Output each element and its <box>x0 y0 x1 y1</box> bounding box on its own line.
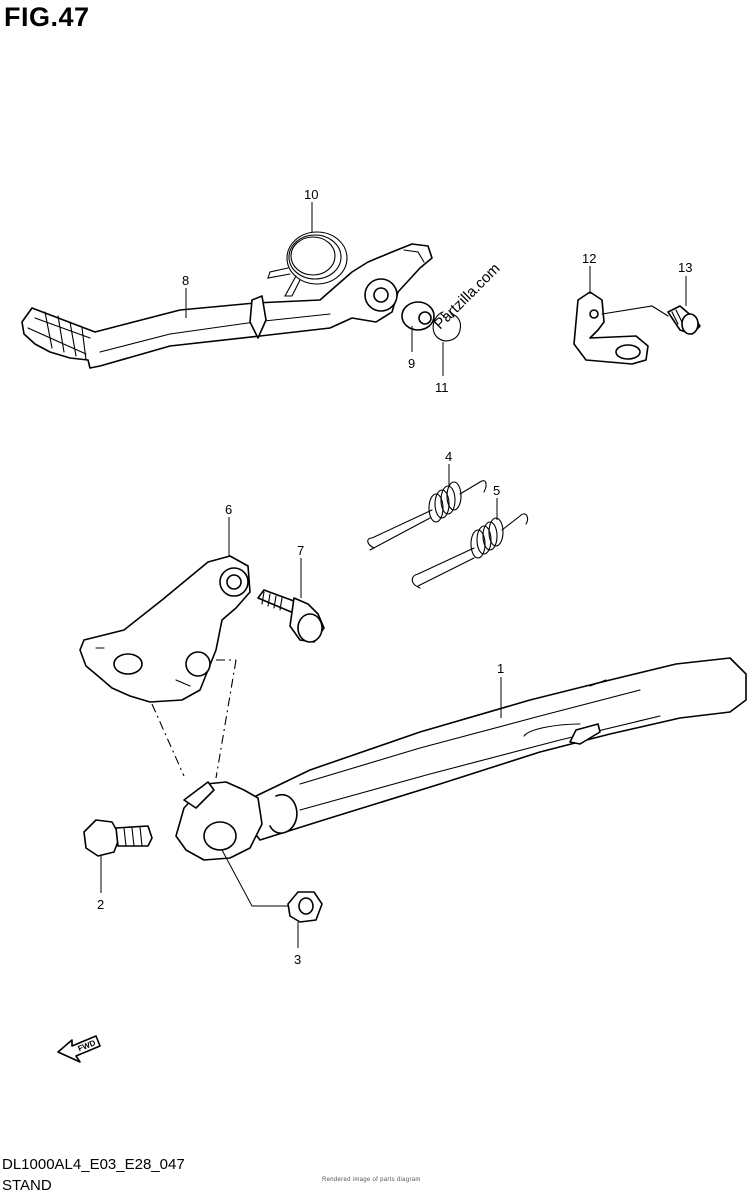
leader-lines <box>100 202 687 948</box>
callout-7: 7 <box>297 543 304 558</box>
callout-4: 4 <box>445 449 452 464</box>
forward-direction-arrow-icon: FWD <box>57 1035 101 1063</box>
callout-1: 1 <box>497 661 504 676</box>
bracket[interactable] <box>573 291 669 365</box>
callout-10: 10 <box>304 187 318 202</box>
circlip[interactable] <box>432 311 462 342</box>
figure-title: FIG.47 <box>4 2 90 32</box>
diagram-subtitle: STAND <box>2 1177 52 1194</box>
callout-5: 5 <box>493 483 500 498</box>
stand-pivot-bolt[interactable] <box>83 819 153 857</box>
assembly-lines <box>151 659 237 779</box>
stand-bracket[interactable] <box>79 555 251 703</box>
stand-spring-a[interactable] <box>367 480 487 551</box>
callout-9: 9 <box>408 356 415 371</box>
partzilla-watermark: Partzilla.com <box>431 260 504 333</box>
callout-13: 13 <box>678 260 692 275</box>
stand-pivot-nut[interactable] <box>287 891 323 923</box>
callout-11: 11 <box>435 380 449 395</box>
callout-6: 6 <box>225 502 232 517</box>
callout-2: 2 <box>97 897 104 912</box>
stand-bracket-bolt[interactable] <box>257 589 325 643</box>
bracket-bolt[interactable] <box>667 305 701 335</box>
lever-return-spring[interactable] <box>267 231 348 297</box>
stand-spring-b[interactable] <box>411 513 529 589</box>
fine-print: Rendered image of parts diagram <box>322 1177 421 1183</box>
side-stand[interactable] <box>175 657 747 861</box>
washer[interactable] <box>401 301 435 331</box>
callout-3: 3 <box>294 952 301 967</box>
diagram-code: DL1000AL4_E03_E28_047 <box>2 1156 185 1173</box>
callout-labels: 1 2 3 4 5 6 7 8 9 10 11 12 13 <box>97 187 692 967</box>
callout-12: 12 <box>582 251 596 266</box>
callout-8: 8 <box>182 273 189 288</box>
gear-shift-lever[interactable] <box>21 243 433 369</box>
